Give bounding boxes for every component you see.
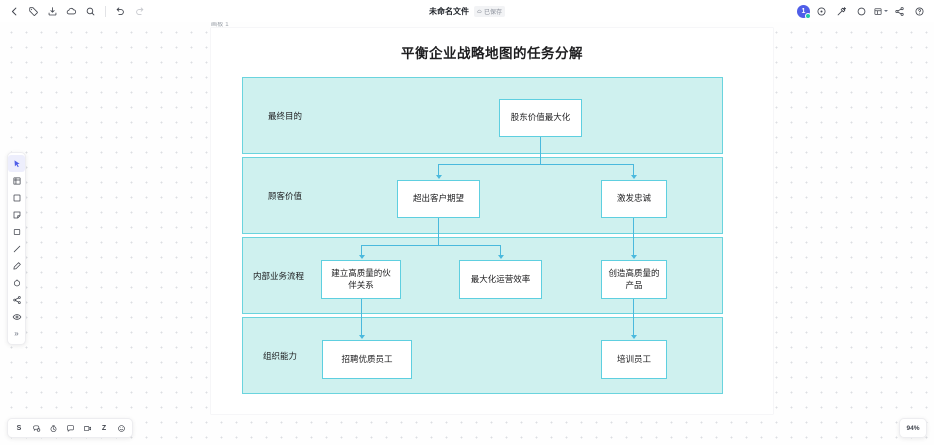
avatar[interactable]: 1 — [797, 4, 811, 19]
node-partnership[interactable]: 建立高质量的伙伴关系 — [321, 260, 401, 299]
connector-segment — [633, 164, 635, 175]
connector-arrow — [630, 255, 637, 259]
z-shortcut-icon[interactable]: Z — [101, 424, 107, 432]
connector-segment — [540, 137, 542, 165]
connector-arrow — [358, 255, 365, 259]
cloud-check-icon — [477, 9, 482, 13]
node-operating-efficiency[interactable]: 最大化运营效率 — [459, 260, 542, 299]
top-toolbar-left-group — [0, 3, 148, 20]
top-toolbar-right-group: 1 — [797, 0, 928, 22]
chat-icon[interactable] — [62, 420, 78, 436]
connector-segment — [633, 218, 635, 255]
redo-icon[interactable] — [131, 3, 148, 20]
connector-segment — [438, 164, 634, 166]
node-train[interactable]: 培训员工 — [601, 340, 667, 379]
share-icon[interactable] — [891, 3, 908, 20]
save-status-badge[interactable]: 已保存 — [473, 5, 505, 17]
pen-tool[interactable] — [8, 257, 25, 274]
back-icon[interactable] — [6, 3, 23, 20]
node-quality-product[interactable]: 创造高质量的产品 — [601, 260, 667, 299]
node-inspire-loyalty[interactable]: 激发忠诚 — [601, 180, 667, 218]
comment-icon[interactable] — [28, 420, 44, 436]
connector-segment — [438, 218, 440, 246]
frame-label[interactable]: 画板 1 — [211, 22, 229, 28]
eye-tool[interactable] — [8, 308, 25, 325]
connector-segment — [361, 245, 363, 255]
connector-tool[interactable] — [8, 291, 25, 308]
band-internal-process-label: 内部业务流程 — [253, 271, 305, 281]
presentation-icon[interactable] — [813, 3, 830, 20]
bottom-toolbar: S Z — [7, 418, 133, 438]
band-customer-value-label: 顾客价值 — [268, 191, 303, 201]
connector-segment — [361, 245, 501, 247]
node-recruit[interactable]: 招聘优质员工 — [322, 340, 412, 379]
connector-arrow — [497, 255, 504, 259]
shape-tool[interactable] — [8, 189, 25, 206]
save-status-label: 已保存 — [483, 9, 502, 16]
node-shareholder-value[interactable]: 股东价值最大化 — [499, 99, 582, 137]
tag-icon[interactable] — [25, 3, 42, 20]
document-title[interactable]: 未命名文件 — [428, 6, 469, 16]
whiteboard-canvas[interactable]: 画板 1 平衡企业战略地图的任务分解 最终目的 股东价值最大化 顾客价值 超出客… — [0, 22, 934, 445]
select-tool[interactable] — [8, 155, 25, 172]
connector-segment — [633, 299, 635, 335]
connector-arrow — [630, 335, 637, 339]
connector-arrow — [630, 175, 637, 179]
connector-segment — [438, 164, 440, 175]
layout-icon[interactable] — [873, 3, 888, 20]
left-toolbar: » — [7, 152, 26, 345]
top-toolbar: 未命名文件 已保存 1 — [0, 0, 934, 22]
line-tool[interactable] — [8, 240, 25, 257]
band-purpose[interactable] — [242, 77, 723, 154]
rectangle-tool[interactable] — [8, 223, 25, 240]
connector-segment — [361, 299, 363, 335]
diagram-title: 平衡企业战略地图的任务分解 — [401, 46, 583, 61]
frame-tool[interactable] — [8, 172, 25, 189]
search-icon[interactable] — [82, 3, 99, 20]
circle-icon[interactable] — [853, 3, 870, 20]
timer-icon[interactable] — [45, 420, 61, 436]
select-shortcut-icon[interactable]: S — [16, 424, 22, 432]
document-title-group: 未命名文件 已保存 — [0, 0, 934, 22]
ellipse-tool[interactable] — [8, 274, 25, 291]
connector-arrow — [435, 175, 442, 179]
cloud-icon[interactable] — [63, 3, 80, 20]
help-icon[interactable] — [911, 3, 928, 20]
download-icon[interactable] — [44, 3, 61, 20]
band-org-capability-label: 组织能力 — [263, 351, 298, 361]
toolbar-divider — [105, 5, 106, 17]
screen-share-icon[interactable] — [79, 420, 95, 436]
chevron-down-icon — [884, 10, 888, 12]
undo-icon[interactable] — [112, 3, 129, 20]
node-exceed-expectations[interactable]: 超出客户期望 — [397, 180, 480, 218]
more-tools[interactable]: » — [14, 329, 19, 338]
connector-arrow — [358, 335, 365, 339]
sticky-note-tool[interactable] — [8, 206, 25, 223]
magic-pen-icon[interactable] — [833, 3, 850, 20]
connector-segment — [500, 245, 502, 255]
emoji-icon[interactable] — [113, 420, 129, 436]
band-purpose-label: 最终目的 — [268, 111, 303, 121]
artboard-page[interactable]: 平衡企业战略地图的任务分解 最终目的 股东价值最大化 顾客价值 超出客户期望 激… — [211, 28, 773, 414]
zoom-level-indicator[interactable]: 94% — [899, 418, 927, 438]
